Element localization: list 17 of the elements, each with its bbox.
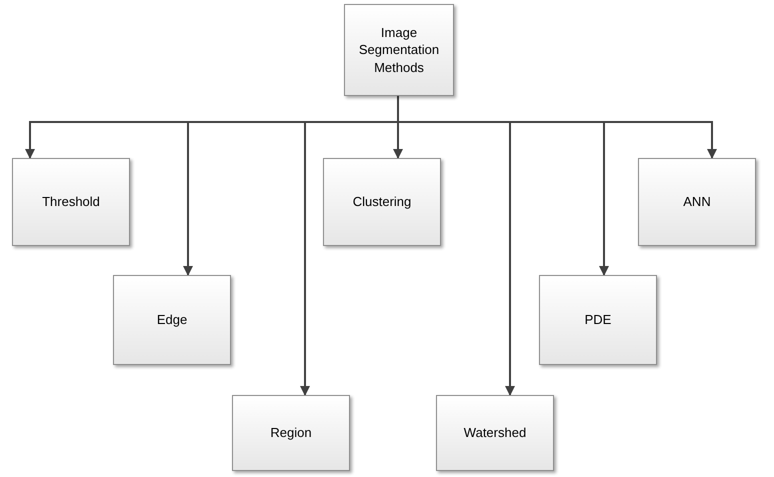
process-box	[436, 395, 554, 471]
process-box	[344, 4, 454, 96]
box-label: PDE	[584, 311, 612, 329]
process-box	[539, 275, 657, 365]
process-box	[113, 275, 231, 365]
process-box	[12, 158, 130, 246]
box-label: Region	[270, 424, 312, 442]
arrow	[397, 96, 717, 159]
box-label: Threshold	[42, 193, 100, 211]
box-label: Watershed	[464, 424, 526, 442]
box-label: ANN	[683, 193, 711, 211]
box-label: Image Segmentation Methods	[358, 24, 440, 76]
process-box	[323, 158, 441, 246]
process-box	[232, 395, 350, 471]
box-label: Edge	[156, 311, 188, 329]
box-label: Clustering	[352, 193, 412, 211]
process-box	[638, 158, 756, 246]
